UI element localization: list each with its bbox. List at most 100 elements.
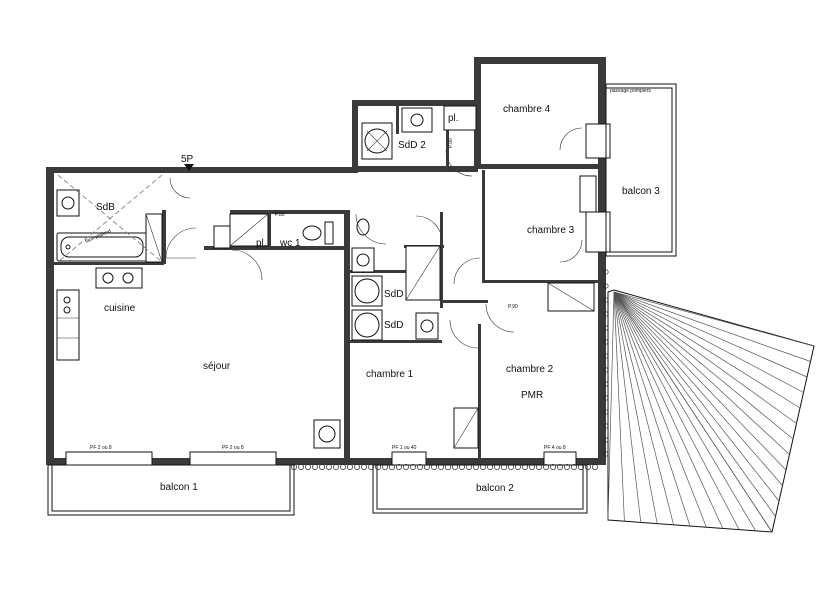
railing-post [603, 283, 609, 289]
hatch-line [607, 291, 615, 521]
railing-post [368, 464, 374, 470]
door-tag-ch2: P.90 [508, 304, 518, 310]
room-labels: SdB SdD 2 chambre 4 wc 1 pl. pl. cuisine… [96, 104, 660, 494]
railing-post [494, 464, 500, 470]
railing-post [585, 464, 591, 470]
door-swings [165, 127, 583, 349]
label-sdd2: SdD 2 [398, 140, 426, 151]
railing-post [603, 269, 609, 275]
railing-post [522, 464, 528, 470]
railing-post [319, 464, 325, 470]
bathroom-fixtures [56, 105, 597, 449]
hatch-line [613, 291, 801, 409]
hatch-line [613, 291, 811, 362]
exterior-walls [46, 57, 606, 465]
label-cuisine: cuisine [104, 303, 136, 314]
balcony-2 [372, 464, 588, 514]
railing-post [536, 464, 542, 470]
hatch-line [613, 291, 707, 528]
railing-post [396, 464, 402, 470]
railing-post [452, 464, 458, 470]
label-sejour: séjour [203, 361, 231, 372]
railing-post [480, 464, 486, 470]
label-sdd-a: SdD [384, 289, 403, 300]
hatch-line [613, 291, 808, 378]
railing-post [529, 464, 535, 470]
railing-post [543, 464, 549, 470]
railing-post [592, 464, 598, 470]
balcony-3 [605, 83, 677, 257]
hatch-line [613, 291, 691, 527]
window-tags: PF 2 ou 8 PF 2 ou 8 PF 1 ou 40 PF 4 ou 8 [90, 445, 566, 451]
railing-post [501, 464, 507, 470]
kitchen-fixtures [56, 267, 341, 449]
label-balcon3: balcon 3 [622, 186, 660, 197]
label-sdb: SdB [96, 202, 115, 213]
hatch-line [613, 291, 787, 471]
hatch-line [613, 291, 773, 533]
railing-post [361, 464, 367, 470]
label-pmr: PMR [521, 390, 543, 401]
railing-post [438, 464, 444, 470]
label-sdd-b: SdD [384, 320, 403, 331]
label-chambre2: chambre 2 [506, 364, 554, 375]
railing-post [473, 464, 479, 470]
label-wc1: wc 1 [279, 238, 301, 249]
railing-post [417, 464, 423, 470]
railing-post [312, 464, 318, 470]
label-balcon1: balcon 1 [160, 482, 198, 493]
hatch-line [613, 291, 756, 531]
hatch-line [613, 291, 658, 524]
hatch-line [613, 291, 815, 347]
label-chambre4: chambre 4 [503, 104, 551, 115]
railing-post [291, 464, 297, 470]
railing-post [389, 464, 395, 470]
window-tag-4: PF 4 ou 8 [544, 445, 566, 451]
hatch-line [613, 291, 740, 530]
entry-label: 5P [181, 154, 194, 165]
windows [65, 123, 611, 466]
hatch-line [613, 291, 797, 424]
railing-post [515, 464, 521, 470]
balcony-1 [47, 464, 295, 516]
hatch-line [613, 291, 804, 393]
railing-post [564, 464, 570, 470]
door-tags: P.80 P.90 P.90 [275, 138, 518, 310]
window-tag-1: PF 2 ou 8 [90, 445, 112, 451]
hatch-line [613, 291, 794, 440]
hatch-line [613, 291, 625, 522]
railing-post [459, 464, 465, 470]
railing-post [424, 464, 430, 470]
railing-post [550, 464, 556, 470]
door-tag-sdd2: P.90 [448, 138, 454, 148]
railing-post [333, 464, 339, 470]
entry-arrow-icon [184, 164, 194, 171]
label-balcon2: balcon 2 [476, 483, 514, 494]
passage-pompiers-label: passage pompiers [610, 88, 651, 94]
railing-post [410, 464, 416, 470]
railing-post [403, 464, 409, 470]
railing-post [326, 464, 332, 470]
railing-post [487, 464, 493, 470]
railing-post [340, 464, 346, 470]
railing-post [305, 464, 311, 470]
hatch-line [613, 291, 776, 517]
railing-post [354, 464, 360, 470]
window-tag-2: PF 2 ou 8 [222, 445, 244, 451]
label-pl-top: pl. [448, 113, 459, 124]
railing-post [466, 464, 472, 470]
railing-post [375, 464, 381, 470]
hatch-line [613, 291, 783, 486]
hatch-line [613, 291, 790, 455]
railing-post [382, 464, 388, 470]
hatch-line [613, 291, 642, 523]
faux-plafond-dashes [57, 174, 163, 263]
railing-post [508, 464, 514, 470]
railing-post [347, 464, 353, 470]
hatch-line [613, 291, 780, 502]
label-chambre1: chambre 1 [366, 369, 414, 380]
railing-post [445, 464, 451, 470]
railing-post [431, 464, 437, 470]
railing-post [557, 464, 563, 470]
